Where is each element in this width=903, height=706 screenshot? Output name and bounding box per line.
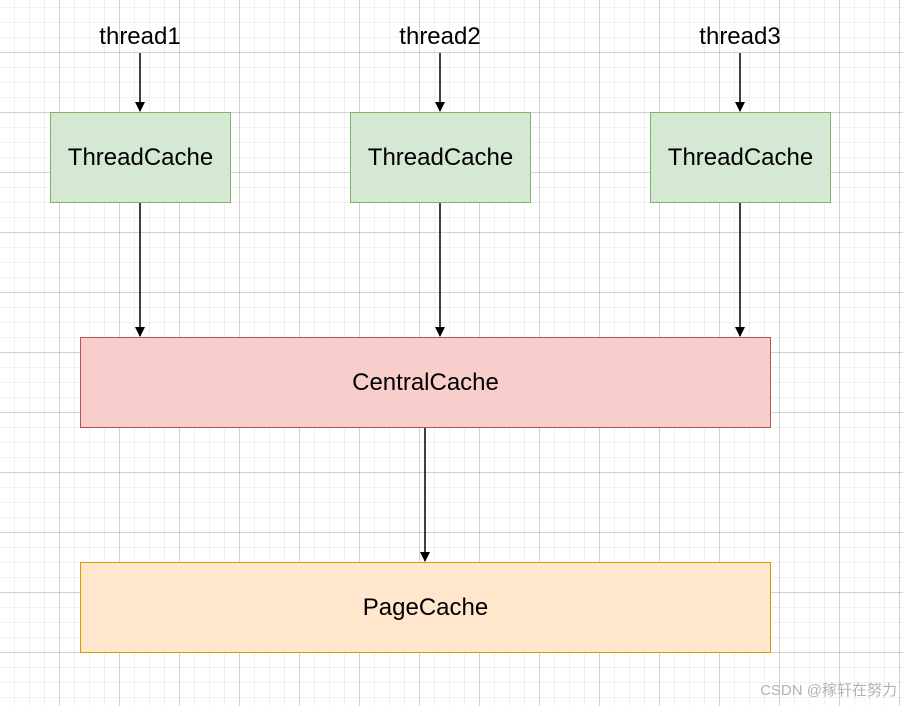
thread-cache-2: ThreadCache [350, 112, 531, 203]
page-cache: PageCache [80, 562, 771, 653]
thread-cache-1: ThreadCache [50, 112, 231, 203]
page-cache-label: PageCache [362, 593, 489, 621]
thread-cache-2-label: ThreadCache [367, 143, 514, 171]
watermark: CSDN @稼轩在努力 [760, 682, 897, 699]
thread2-label: thread2 [399, 23, 481, 50]
thread1-label: thread1 [99, 23, 181, 50]
thread-cache-1-label: ThreadCache [67, 143, 214, 171]
central-cache: CentralCache [80, 337, 771, 428]
thread-cache-3: ThreadCache [650, 112, 831, 203]
thread-cache-3-label: ThreadCache [667, 143, 814, 171]
central-cache-label: CentralCache [352, 368, 499, 396]
thread3-label: thread3 [699, 23, 781, 50]
